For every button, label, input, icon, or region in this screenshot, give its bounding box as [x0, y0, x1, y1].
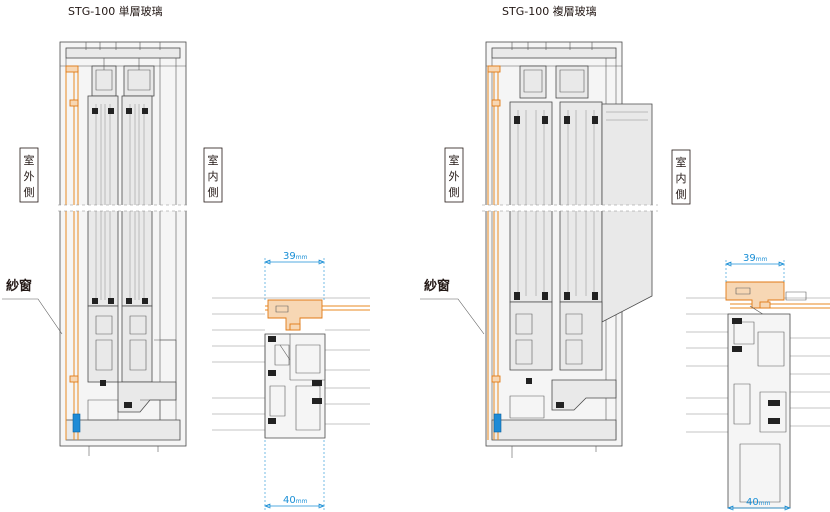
svg-text:内: 内 [676, 171, 687, 185]
svg-text:内: 内 [208, 169, 219, 183]
left-inside-label: 室 内 側 [203, 147, 223, 203]
svg-text:室: 室 [449, 153, 460, 167]
svg-text:側: 側 [449, 186, 460, 199]
right-drawing: STG-100 複層玻璃 [420, 4, 830, 511]
left-frame [59, 41, 187, 456]
right-inside-label: 室 内 側 [671, 149, 691, 205]
svg-text:側: 側 [208, 186, 219, 199]
left-insect-screen [65, 65, 81, 440]
right-title: STG-100 複層玻璃 [502, 4, 597, 18]
left-screen-seal [72, 413, 81, 433]
right-detail: 39mm 40mm [686, 253, 830, 511]
svg-text:外: 外 [449, 170, 460, 183]
left-drawing: STG-100 単層玻璃 [2, 4, 370, 510]
right-screen-callout: 紗窗 [420, 278, 485, 335]
svg-text:室: 室 [676, 155, 687, 169]
svg-text:室: 室 [24, 153, 35, 167]
left-title: STG-100 単層玻璃 [68, 4, 163, 18]
right-dim-bottom: 40mm [746, 497, 771, 508]
right-dim-top: 39mm [743, 253, 768, 264]
svg-text:側: 側 [24, 186, 35, 199]
right-insect-screen [487, 65, 502, 440]
left-dim-bottom: 40mm [283, 495, 308, 506]
left-outside-label: 室 外 側 [19, 147, 39, 203]
right-outside-label: 室 外 側 [444, 147, 464, 203]
svg-text:室: 室 [208, 153, 219, 167]
svg-text:紗窗: 紗窗 [424, 278, 450, 294]
left-screen-callout: 紗窗 [2, 278, 63, 335]
right-screen-seal [493, 413, 502, 433]
right-frame [485, 41, 653, 458]
svg-text:紗窗: 紗窗 [6, 278, 32, 294]
svg-text:外: 外 [24, 170, 35, 183]
left-dim-top: 39mm [283, 251, 308, 262]
left-detail: 39mm 40mm [212, 251, 370, 510]
svg-text:側: 側 [676, 188, 687, 201]
